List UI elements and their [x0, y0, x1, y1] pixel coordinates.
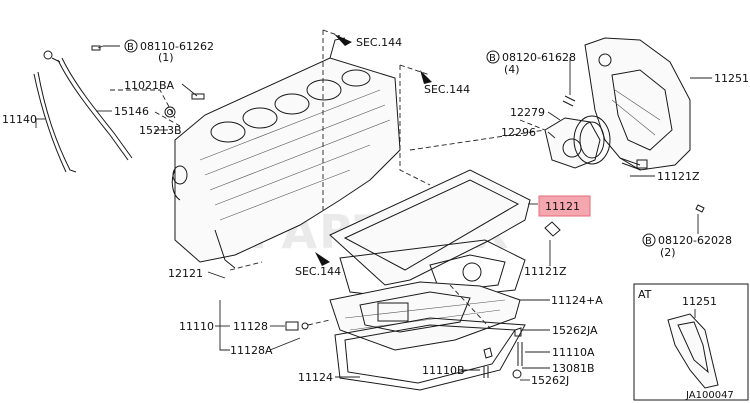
label-11128a[interactable]: 11128A: [230, 344, 273, 357]
lower-oil-pan-11110: [329, 281, 521, 351]
label-11140[interactable]: 11140: [2, 113, 37, 126]
bolt-mark-3: B: [645, 236, 652, 247]
label-11251[interactable]: 11251: [714, 72, 749, 85]
label-12279[interactable]: 12279: [510, 106, 545, 119]
label-15146[interactable]: 15146: [114, 105, 149, 118]
label-13081b[interactable]: 13081B: [552, 362, 595, 375]
oil-pan-gasket-11124: [334, 317, 526, 391]
label-12296[interactable]: 12296: [501, 126, 536, 139]
upper-oil-pan-11121: [329, 169, 561, 301]
cylinder-block: [171, 37, 401, 269]
label-08110-qty: (1): [158, 51, 174, 64]
label-11124[interactable]: 11124: [298, 371, 333, 384]
highlight-11121: [538, 195, 591, 217]
label-15213b[interactable]: 15213B: [139, 124, 182, 137]
bolt-mark-2: B: [489, 53, 496, 64]
label-11021ba[interactable]: 11021BA: [124, 79, 175, 92]
label-sec144-a[interactable]: SEC.144: [356, 36, 402, 49]
drain-plug-group: [285, 321, 523, 379]
part-labels: SEC.144 SEC.144 SEC.144 08110-61262 (1) …: [2, 36, 749, 387]
inset-title: AT: [638, 288, 652, 301]
diagram-id: JA100047: [685, 390, 734, 401]
inset-at: AT 11251: [633, 283, 749, 401]
rear-plate-11251: [584, 37, 691, 171]
label-08120-62028[interactable]: 08120-62028: [658, 234, 732, 247]
small-bolts: [91, 45, 705, 213]
section-arrows: [315, 34, 432, 266]
dipstick-assembly: [33, 50, 133, 173]
label-11110a[interactable]: 11110A: [552, 346, 595, 359]
inset-label-11251[interactable]: 11251: [682, 295, 717, 308]
bolt-markers: B B B: [124, 39, 656, 247]
label-08110-61262[interactable]: 08110-61262: [140, 40, 214, 53]
inset-frame: [633, 283, 749, 401]
rear-oil-seal: [544, 115, 648, 171]
label-12121[interactable]: 12121: [168, 267, 203, 280]
label-15262ja[interactable]: 15262JA: [552, 324, 598, 337]
leader-lines: [35, 29, 712, 381]
label-11110b[interactable]: 11110B: [422, 364, 465, 377]
label-sec144-b[interactable]: SEC.144: [424, 83, 470, 96]
label-08120-61628[interactable]: 08120-61628: [502, 51, 576, 64]
label-15262j[interactable]: 15262J: [531, 374, 569, 387]
label-08120-61628-qty: (4): [504, 63, 520, 76]
label-11121[interactable]: 11121: [545, 200, 580, 213]
label-11128[interactable]: 11128: [233, 320, 268, 333]
label-sec144-c[interactable]: SEC.144: [295, 265, 341, 278]
label-11121z-a[interactable]: 11121Z: [657, 170, 700, 183]
label-08120-62028-qty: (2): [660, 246, 676, 259]
bolt-mark-1: B: [127, 42, 134, 53]
label-11121z-b[interactable]: 11121Z: [524, 265, 567, 278]
label-11110[interactable]: 11110: [179, 320, 214, 333]
label-11124a[interactable]: 11124+A: [551, 294, 603, 307]
